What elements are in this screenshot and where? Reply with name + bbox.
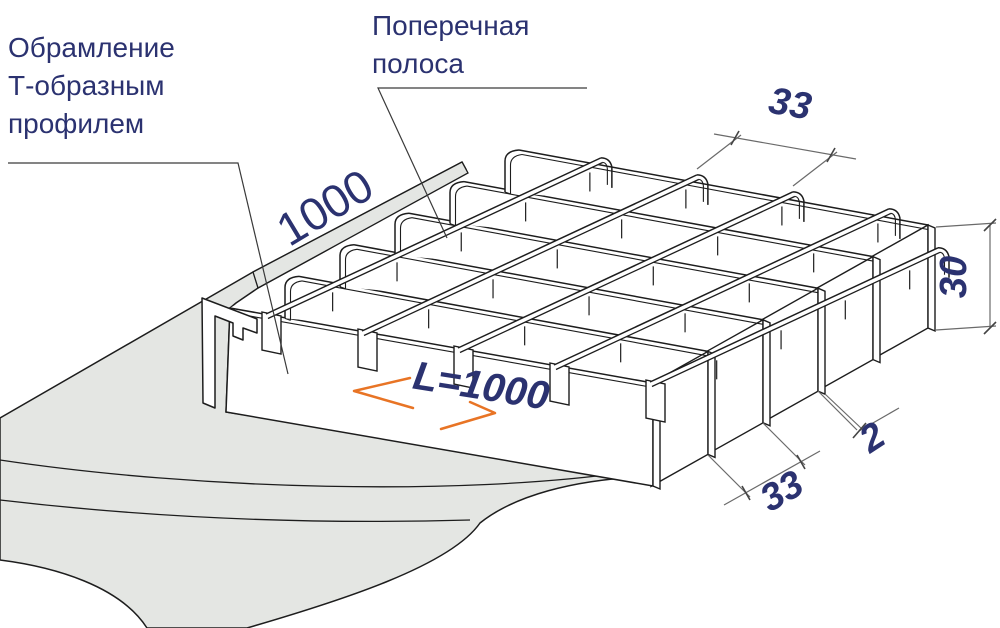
- bearing-bar-hook: [284, 275, 300, 319]
- grating-part: [458, 191, 795, 353]
- transverse-bar: [457, 191, 794, 349]
- grating-part: [454, 185, 468, 226]
- transverse-bar-front-tab: [549, 362, 570, 406]
- accent-right-arrow: [439, 400, 497, 431]
- bearing-bar-hook: [504, 149, 520, 192]
- grating-part: [229, 311, 654, 389]
- transverse-label-line1: Поперечная: [372, 10, 529, 41]
- grating-part: [356, 248, 764, 325]
- dim-line: [723, 450, 821, 506]
- transverse-bar-back-hook: [600, 157, 613, 188]
- transverse-bar: [361, 174, 698, 332]
- grating-part: [267, 161, 604, 320]
- transverse-bar: [553, 208, 890, 366]
- dim-line: [713, 133, 857, 160]
- bearing-bar-hook: [449, 180, 465, 224]
- grating-part: [698, 178, 704, 202]
- grating-part: [363, 178, 700, 337]
- grating-part: [344, 248, 358, 289]
- frame-label-line2: Т-образным: [8, 70, 165, 101]
- bearing-bar-end-edge: [762, 318, 771, 427]
- leader-lines: [8, 87, 587, 375]
- grating-part: [301, 280, 709, 357]
- grating-part: [459, 195, 796, 354]
- transverse-bar-back-hook: [696, 174, 709, 205]
- t-profile-frame-end: [201, 297, 258, 409]
- dim-tick: [983, 321, 997, 335]
- grating-part: [266, 157, 603, 319]
- grating-panel: [225, 147, 950, 491]
- dim-tick: [852, 422, 867, 439]
- dim-cross-pitch-value: 33: [766, 80, 815, 129]
- beam-flange-near-edge: [0, 459, 629, 488]
- dim-tick: [796, 454, 806, 470]
- grating-part: [395, 213, 440, 260]
- transverse-label: Поперечная полоса: [372, 10, 529, 79]
- transverse-bar-back-hook: [937, 247, 950, 278]
- grating-part: [411, 217, 819, 294]
- dim-thickness-value: 2: [851, 415, 892, 462]
- transverse-label-line2: полоса: [372, 48, 464, 79]
- dim-tick: [826, 147, 836, 163]
- frame-label-leader: [8, 162, 289, 375]
- dim-tick: [983, 218, 997, 232]
- grating-part: [651, 251, 941, 388]
- transverse-bar-back-hook: [888, 208, 901, 239]
- dim-ext-line: [707, 454, 751, 498]
- transverse-bar: [265, 157, 602, 315]
- dim-tick: [730, 130, 740, 146]
- grating-part: [362, 174, 699, 336]
- beam-flange-edge-band: [252, 161, 469, 289]
- accent-left-chevron: [352, 376, 415, 410]
- grating-part: [602, 161, 608, 185]
- dim-ext-line: [824, 393, 863, 430]
- beam-flange-bottom-edge: [0, 499, 471, 523]
- grating-part: [505, 150, 550, 196]
- grating-part: [339, 286, 346, 290]
- frame-label-line1: Обрамление: [8, 32, 175, 63]
- grating-part: [555, 212, 892, 371]
- grating-part: [554, 208, 891, 370]
- dim-bearing-bar-thickness: 2: [817, 390, 900, 462]
- dim-line: [858, 407, 900, 432]
- grating-part: [509, 153, 523, 194]
- dim-ext-line: [935, 325, 997, 331]
- dim-bearing-bar-height: 30: [933, 218, 997, 335]
- grating-part: [289, 280, 303, 321]
- transverse-bar-front-tab: [357, 328, 378, 372]
- grating-part: [890, 212, 896, 236]
- bearing-bar-top-edge: [518, 149, 929, 226]
- dim-height-value: 30: [933, 256, 975, 298]
- bearing-bar-end-edge: [707, 350, 716, 459]
- grating-part: [399, 217, 413, 258]
- transverse-bar-front-tab: [645, 379, 666, 423]
- frame-label: Обрамление Т-образным профилем: [8, 32, 175, 139]
- grating-part: [504, 191, 511, 195]
- dim-bearing-pitch-value: 33: [753, 463, 811, 521]
- dim-ext-line: [935, 222, 997, 228]
- transverse-bar-back-hook: [792, 191, 805, 222]
- dim-tick: [741, 485, 751, 501]
- dim-cross-bar-pitch: 33: [696, 80, 857, 187]
- grating-part: [794, 195, 800, 219]
- bearing-bar-hook: [339, 244, 355, 287]
- grating-part: [284, 317, 291, 321]
- bearing-bar-end-edge: [872, 255, 881, 364]
- bearing-bar-hook: [394, 212, 410, 256]
- grating-part: [939, 251, 946, 275]
- grating-part: [650, 247, 940, 387]
- dim-ext-line: [817, 390, 858, 431]
- transverse-bar: [649, 247, 939, 383]
- frame-label-line3: профилем: [8, 108, 144, 139]
- transverse-label-leader: [377, 87, 587, 239]
